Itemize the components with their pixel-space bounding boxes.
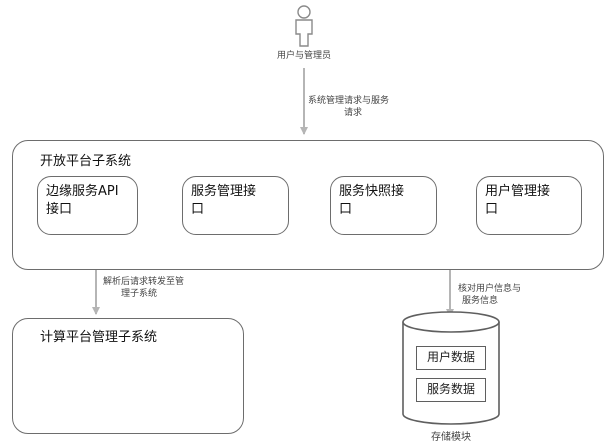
module-service-snapshot[interactable]: 服务快照接 口 — [330, 176, 437, 235]
open-platform-title: 开放平台子系统 — [40, 154, 132, 169]
arrow-label-top: 系统管理请求与服务 请求 — [308, 95, 408, 119]
module-service-management[interactable]: 服务管理接 口 — [182, 176, 289, 235]
module-line: 服务管理接 — [191, 184, 257, 199]
storage-field-user-data: 用户数据 — [416, 346, 486, 370]
module-line: 边缘服务API — [46, 184, 119, 199]
arrow-label-top-line-1: 系统管理请求与服务 — [308, 96, 390, 106]
arrow-label-right-line-1: 核对用户信息与 — [458, 284, 522, 294]
module-line: 接口 — [46, 202, 73, 217]
user-icon — [295, 5, 313, 47]
storage-label: 存储模块 — [431, 432, 471, 443]
module-edge-service-api[interactable]: 边缘服务API 接口 — [37, 176, 138, 235]
arrow-label-left: 解析后请求转发至管 理子系统 — [103, 276, 203, 300]
arrow-label-top-line-2: 请求 — [344, 108, 363, 118]
module-line: 口 — [485, 202, 499, 217]
compute-platform-subsystem[interactable] — [12, 318, 244, 434]
compute-platform-title: 计算平台管理子系统 — [40, 330, 158, 345]
arrow-label-right-line-2: 服务信息 — [462, 296, 499, 306]
module-line: 口 — [339, 202, 353, 217]
arrow-label-left-line-2: 理子系统 — [121, 289, 158, 299]
arrow-label-left-line-1: 解析后请求转发至管 — [103, 277, 185, 287]
module-user-management[interactable]: 用户管理接 口 — [476, 176, 582, 235]
module-line: 服务快照接 — [339, 184, 405, 199]
actor-label: 用户与管理员 — [276, 51, 331, 61]
module-line: 口 — [191, 202, 205, 217]
arrow-label-right: 核对用户信息与 服务信息 — [458, 283, 538, 307]
module-line: 用户管理接 — [485, 184, 551, 199]
storage-field-service-data: 服务数据 — [416, 378, 486, 402]
